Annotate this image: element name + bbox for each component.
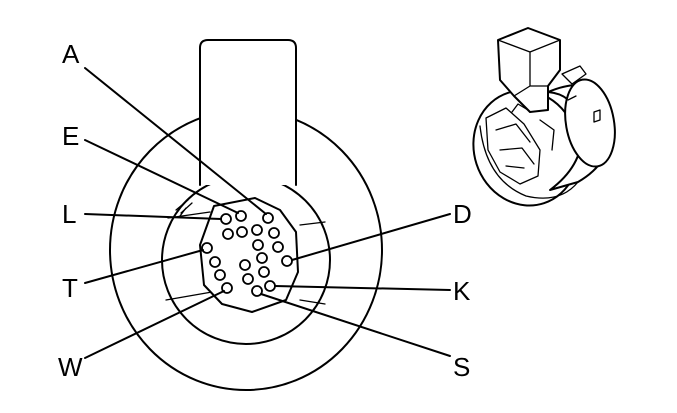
label-k: K [453,276,471,306]
iso-cavity-details [495,103,555,169]
pin [242,273,254,285]
leader-k [274,285,451,291]
label-e: E [62,121,79,151]
pin [236,226,248,238]
latch-tab [199,39,297,186]
pin [239,259,251,271]
label-s: S [453,352,470,382]
connector-front-view [109,39,383,391]
label-l: L [62,199,76,229]
pin-a [262,212,274,224]
leader-s [260,293,451,357]
pin [214,269,226,281]
connector-isometric-view [472,27,616,207]
leader-t [84,249,204,284]
ring-spokes [165,202,326,305]
leader-lines [84,67,451,359]
pin [258,266,270,278]
leader-e [84,139,239,214]
leader-l [84,213,222,220]
pin-t [201,242,213,254]
pin [209,256,221,268]
pin [268,227,280,239]
pin [252,239,264,251]
iso-flange-lower [479,125,579,199]
pin-d [281,255,293,267]
pin-labels: A E L T W D K S [58,39,472,382]
iso-cavity [485,107,541,185]
pin [222,228,234,240]
iso-side-clip [561,65,587,101]
pin-l [220,213,232,225]
iso-latch [497,27,561,113]
leader-a [84,67,267,215]
iso-body-notch [593,109,601,123]
label-a: A [62,39,80,69]
ring-inner-shading [175,199,189,217]
pin-k [264,280,276,292]
pin [251,224,263,236]
iso-latch-edges [497,39,561,97]
leader-d [291,213,451,261]
leader-w [84,290,225,359]
pin-s [251,285,263,297]
label-d: D [453,199,472,229]
pin [256,252,268,264]
label-w: W [58,352,83,382]
iso-body-face [564,78,616,168]
label-t: T [62,273,78,303]
pin [272,241,284,253]
